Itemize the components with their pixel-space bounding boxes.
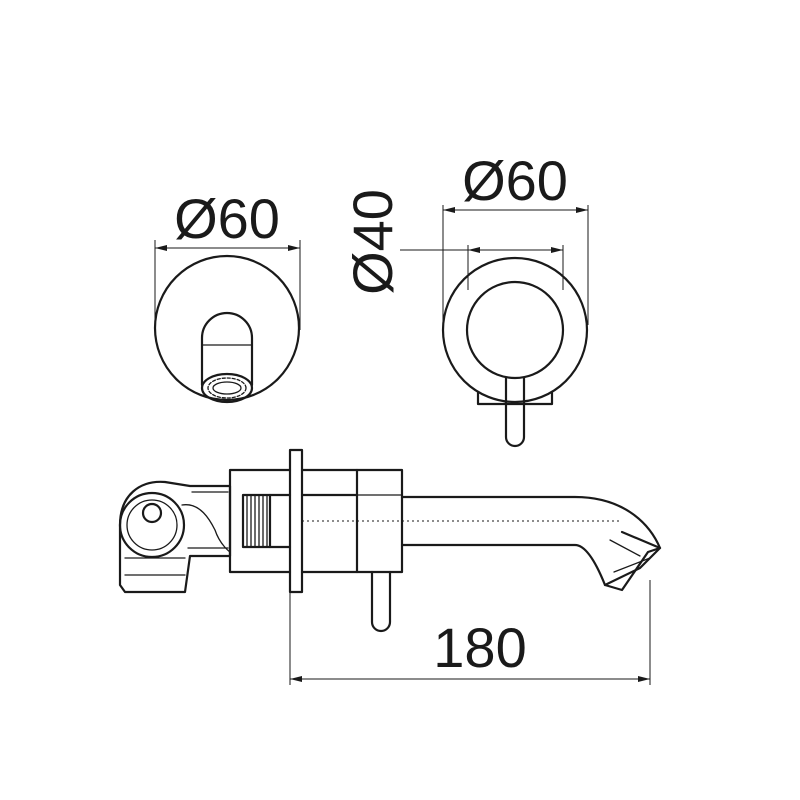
wall-cover-plate — [288, 448, 304, 594]
spout-front-view: Ø60 — [153, 187, 301, 404]
handle-front-view: Ø60 Ø40 — [341, 149, 589, 448]
handle-lever-side — [370, 570, 392, 633]
mounting-bracket — [476, 390, 554, 406]
handle-lever — [504, 376, 526, 448]
side-view — [118, 448, 662, 633]
handle-diameter-label: Ø40 — [341, 189, 404, 295]
valve-body — [118, 480, 232, 594]
spout-cover-plate — [153, 254, 301, 402]
valve-port — [118, 491, 186, 559]
valve-sleeve — [228, 468, 292, 574]
handle-cover-diameter-label: Ø60 — [462, 149, 568, 212]
aerator-outlet — [200, 372, 254, 404]
threaded-connector — [241, 493, 272, 549]
handle-cover-plate — [441, 256, 589, 404]
spout-length-dimension: 180 — [289, 580, 651, 685]
valve-bolt — [141, 502, 163, 524]
handle-body-side — [300, 468, 359, 574]
spout-tube — [200, 311, 254, 387]
spout-outlet-side — [603, 530, 662, 587]
spout-cover-diameter-label: Ø60 — [174, 187, 280, 250]
spout-length-label: 180 — [433, 616, 526, 679]
handle-knob — [465, 280, 565, 380]
